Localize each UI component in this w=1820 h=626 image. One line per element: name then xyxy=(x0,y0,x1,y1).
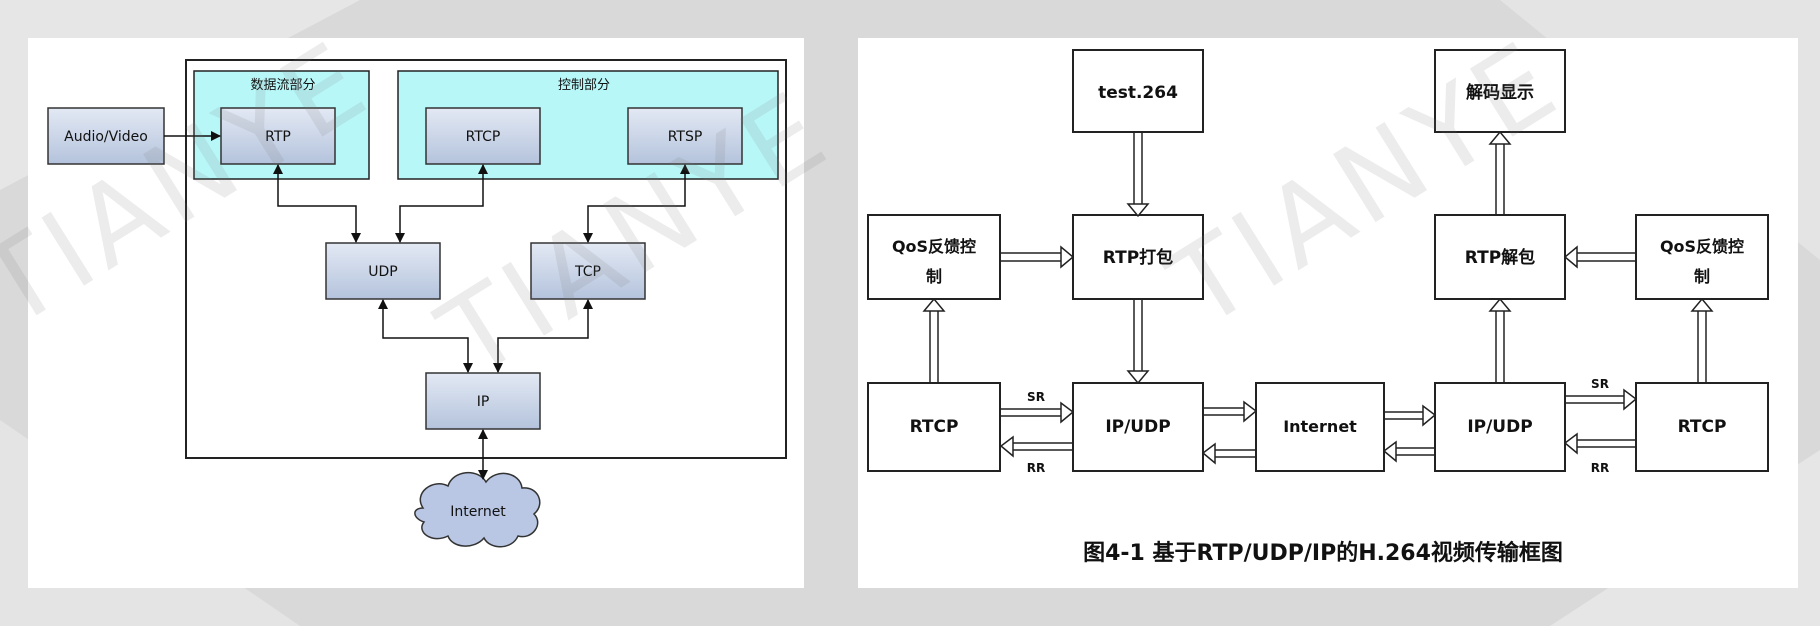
ip-node xyxy=(425,372,541,430)
rr-right-label: RR xyxy=(1591,461,1609,475)
connectors xyxy=(164,131,690,480)
tcp-label: TCP xyxy=(574,264,601,280)
rr-left-label: RR xyxy=(1027,461,1045,475)
ipudp-right-label: IP/UDP xyxy=(1467,417,1532,437)
h264-transfer-diagram: test.264 解码显示 QoS反馈控 制 RTP打包 RTP解包 QoS反馈… xyxy=(867,49,1769,566)
qos-left-label-line1: QoS反馈控 xyxy=(892,237,976,256)
rtcp-label: RTCP xyxy=(466,129,501,145)
rtsp-node xyxy=(627,107,743,165)
qos-left-label-line2: 制 xyxy=(926,267,942,286)
rtcp-right-label: RTCP xyxy=(1678,417,1727,437)
rtcp-left-box xyxy=(867,382,1001,472)
rtp-label: RTP xyxy=(265,129,291,145)
ipudp-left-label: IP/UDP xyxy=(1105,417,1170,437)
rtcp-right-box xyxy=(1635,382,1769,472)
ipudp-right-box xyxy=(1434,382,1566,472)
rtp-unpack-box xyxy=(1434,214,1566,300)
rtcp-left-label: RTCP xyxy=(910,417,959,437)
internet-box-label: Internet xyxy=(1283,417,1357,436)
test264-box xyxy=(1072,49,1204,133)
test264-label: test.264 xyxy=(1098,83,1178,103)
right-diagram-panel: test.264 解码显示 QoS反馈控 制 RTP打包 RTP解包 QoS反馈… xyxy=(858,38,1798,588)
tcp-node xyxy=(530,242,646,300)
qos-left-box xyxy=(867,214,1001,300)
protocol-stack-diagram: 数据流部分 控制部分 Audio/Video RTP RTCP RTSP UDP… xyxy=(47,59,787,548)
internet-label: Internet xyxy=(450,504,506,520)
sr-right-label: SR xyxy=(1591,377,1609,391)
ip-label: IP xyxy=(477,394,490,410)
flow-arrows xyxy=(922,130,1714,465)
decode-display-label: 解码显示 xyxy=(1466,82,1534,103)
data-flow-group-label: 数据流部分 xyxy=(250,78,315,93)
rtp-unpack-label: RTP解包 xyxy=(1465,247,1535,268)
left-diagram-panel: 数据流部分 控制部分 Audio/Video RTP RTCP RTSP UDP… xyxy=(28,38,804,588)
rtp-node xyxy=(220,107,336,165)
sr-left-label: SR xyxy=(1027,390,1045,404)
internet-cloud-icon xyxy=(414,472,541,548)
rtsp-label: RTSP xyxy=(668,129,703,145)
rtcp-node xyxy=(425,107,541,165)
decode-display-box xyxy=(1434,49,1566,133)
qos-right-label-line2: 制 xyxy=(1694,267,1710,286)
rtp-pack-label: RTP打包 xyxy=(1103,247,1173,268)
ipudp-left-box xyxy=(1072,382,1204,472)
audio-video-label: Audio/Video xyxy=(64,129,148,145)
udp-label: UDP xyxy=(368,264,397,280)
control-group-label: 控制部分 xyxy=(558,78,610,93)
udp-node xyxy=(325,242,441,300)
qos-right-label-line1: QoS反馈控 xyxy=(1660,237,1744,256)
qos-right-box xyxy=(1635,214,1769,300)
internet-box xyxy=(1255,382,1385,472)
figure-caption: 图4-1 基于RTP/UDP/IP的H.264视频传输框图 xyxy=(1083,540,1563,566)
